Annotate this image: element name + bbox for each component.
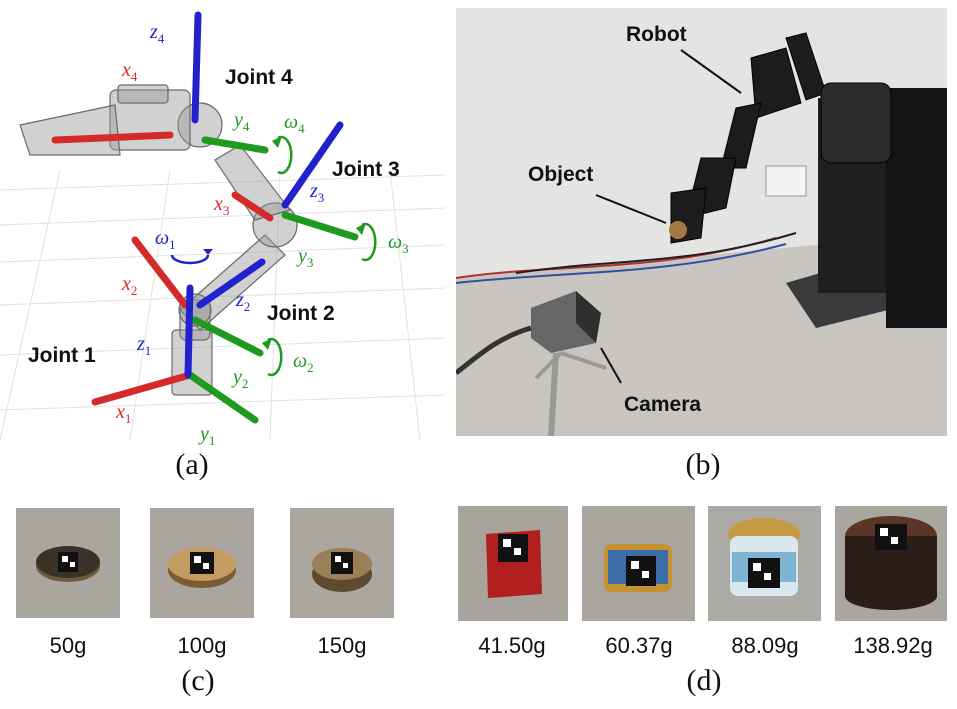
x4-label: x4: [121, 59, 138, 84]
y1-label: y1: [198, 423, 215, 448]
y2-label: y2: [231, 366, 248, 391]
robot-arm: [670, 32, 892, 244]
object-label: Object: [528, 163, 593, 186]
y-axes: [186, 136, 359, 424]
joint-1-label: Joint 1: [28, 344, 96, 367]
joint-4-label: Joint 4: [225, 66, 293, 89]
caption-b: (b): [685, 448, 721, 481]
mass-label-d3: 88.09g: [731, 633, 799, 658]
mass-label-d4: 138.92g: [853, 633, 933, 658]
weight-photo-100g: [150, 508, 254, 618]
weight-photo-50g: [16, 508, 120, 618]
joint-3-label: Joint 3: [332, 158, 400, 181]
omega3-label: ω3: [388, 231, 409, 256]
object-photo-88g: [708, 506, 821, 621]
rotation-arrows: [170, 135, 377, 377]
omega4-label: ω4: [284, 111, 305, 136]
floor-grid: [0, 169, 446, 441]
x-axes: [51, 131, 274, 406]
mass-label-d2: 60.37g: [605, 633, 673, 658]
z2-label: z2: [235, 289, 250, 314]
z3-label: z3: [309, 180, 324, 205]
y3-label: y3: [296, 245, 313, 270]
omega-labels: ω1 ω2 ω3 ω4: [155, 111, 409, 375]
leader-lines: [595, 49, 742, 384]
setup-photo: Robot Object Camera: [456, 8, 947, 436]
panel-a: Joint 1 Joint 2 Joint 3 Joint 4 x1 x2 x3…: [0, 0, 446, 450]
mass-label-d1: 41.50g: [478, 633, 546, 658]
held-object: [669, 221, 687, 239]
camera-device: [456, 291, 607, 436]
caption-c: (c): [181, 664, 215, 697]
joint-2-label: Joint 2: [267, 302, 335, 325]
robot-kinematic-diagram: Joint 1 Joint 2 Joint 3 Joint 4 x1 x2 x3…: [0, 11, 446, 448]
omega1-label: ω1: [155, 227, 176, 252]
camera-label: Camera: [624, 393, 701, 416]
z1-label: z1: [136, 333, 151, 358]
object-photo-41g: [458, 506, 568, 621]
y4-label: y4: [232, 109, 250, 134]
robot-label: Robot: [626, 23, 687, 46]
x3-label: x3: [213, 193, 229, 218]
x2-label: x2: [121, 273, 137, 298]
weight-photo-150g: [290, 508, 394, 618]
object-photo-138g: [835, 506, 947, 621]
z-axis-labels: z1 z2 z3 z4: [136, 21, 324, 358]
z4-label: z4: [149, 21, 165, 46]
omega2-label: ω2: [293, 350, 314, 375]
x-axis-labels: x1 x2 x3 x4: [115, 59, 229, 426]
y-axis-labels: y1 y2 y3 y4: [198, 109, 313, 448]
z-axes: [184, 11, 344, 379]
x1-label: x1: [115, 401, 131, 426]
mass-label-c1: 50g: [49, 633, 87, 658]
caption-d: (d): [686, 664, 722, 697]
mass-label-c2: 100g: [177, 633, 227, 658]
object-photo-60g: [582, 506, 695, 621]
panel-b-photo: Robot Object Camera: [456, 8, 947, 436]
mass-label-c3: 150g: [317, 633, 367, 658]
caption-a: (a): [175, 448, 209, 481]
